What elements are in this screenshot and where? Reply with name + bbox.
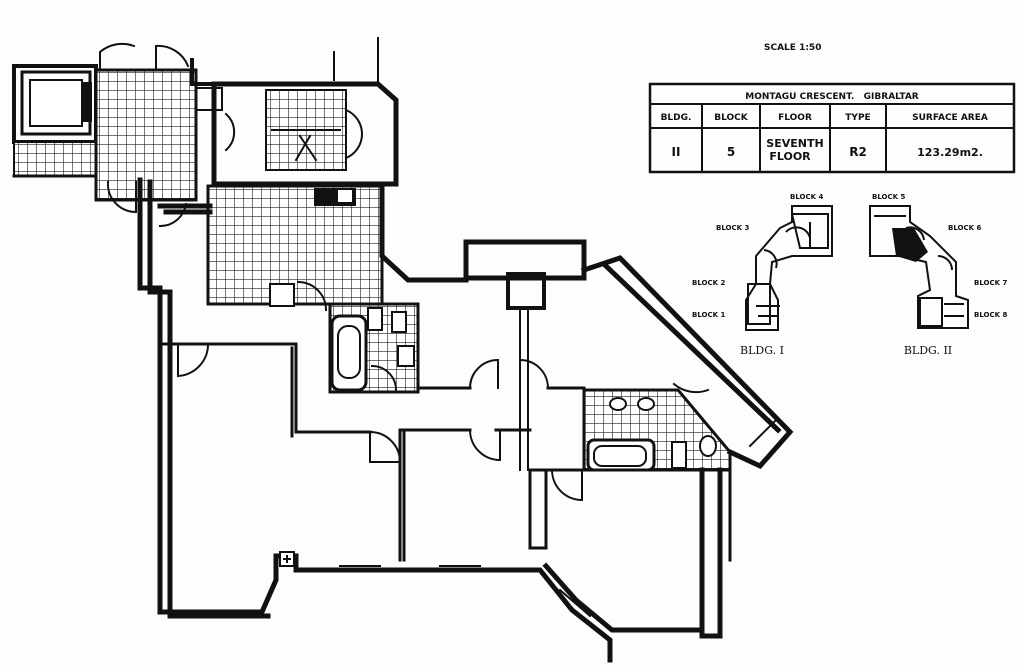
value-floor-line2: FLOOR	[769, 150, 811, 163]
key-plan-bldg-2-caption: BLDG. II	[904, 344, 952, 357]
key-plan-block-4: BLOCK 4	[790, 193, 823, 201]
stair-core	[211, 37, 399, 187]
key-plan-block-1: BLOCK 1	[692, 311, 725, 319]
key-plan-bldg-1-caption: BLDG. I	[740, 344, 784, 357]
value-block: 5	[727, 145, 735, 159]
col-header-type: TYPE	[845, 113, 870, 123]
title-block-heading: MONTAGU CRESCENT. GIBRALTAR	[745, 92, 919, 102]
key-plan-highlighted-unit	[892, 228, 928, 262]
title-block: MONTAGU CRESCENT. GIBRALTAR BLDG. BLOCK …	[648, 82, 1016, 174]
interior-walls	[158, 342, 732, 562]
key-plan-block-5: BLOCK 5	[872, 193, 905, 201]
floor-plan	[12, 37, 794, 663]
col-header-floor: FLOOR	[778, 113, 812, 123]
key-plan-block-7: BLOCK 7	[974, 279, 1007, 287]
windows	[279, 418, 778, 618]
key-plan-bldg-1: BLOCK 4 BLOCK 3 BLOCK 2 BLOCK 1 BLDG. I	[692, 193, 833, 357]
key-plan-block-3: BLOCK 3	[716, 224, 749, 232]
key-plan-block-2: BLOCK 2	[692, 279, 725, 287]
structural-column	[506, 272, 546, 471]
kitchen	[206, 184, 384, 312]
col-header-bldg: BLDG.	[661, 113, 692, 123]
key-plan-block-6: BLOCK 6	[948, 224, 981, 232]
value-surface-area: 123.29m2.	[917, 146, 983, 159]
main-bathroom	[328, 302, 420, 394]
key-plan-bldg-1-outline	[745, 205, 833, 331]
col-header-surface-area: SURFACE AREA	[912, 113, 988, 123]
lift-lobby	[12, 42, 228, 214]
col-header-block: BLOCK	[714, 113, 749, 123]
key-plan-block-8: BLOCK 8	[974, 311, 1007, 319]
value-floor-line1: SEVENTH	[766, 137, 823, 150]
door-swings	[158, 202, 710, 502]
key-plan-bldg-2: BLOCK 5 BLOCK 6 BLOCK 7 BLOCK 8 BLDG. II	[869, 193, 1007, 357]
ensuite-bathroom	[582, 388, 732, 472]
value-type: R2	[849, 145, 867, 159]
scale-label: SCALE 1:50	[764, 43, 821, 53]
value-bldg: II	[672, 145, 681, 159]
outer-walls	[137, 177, 794, 663]
